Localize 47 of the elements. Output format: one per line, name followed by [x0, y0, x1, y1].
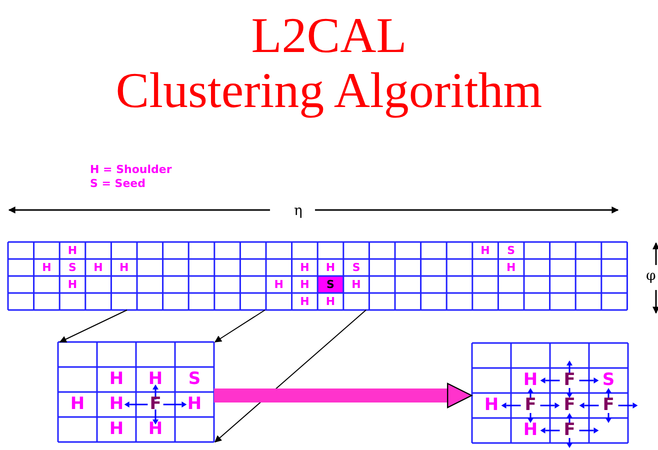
cell-letter: F — [562, 372, 576, 389]
cell-letter: S — [351, 262, 362, 273]
legend-text: H = Shoulder — [90, 163, 172, 176]
projection-arrow — [214, 310, 266, 342]
projection-arrow — [59, 310, 128, 342]
cell-letter: H — [108, 396, 125, 413]
cell-letter: H — [299, 279, 310, 290]
cell-letter: H — [324, 296, 336, 307]
cell-letter: H — [108, 421, 125, 438]
projection-arrow — [214, 310, 366, 442]
cell-letter: H — [522, 372, 539, 389]
cell-letter: H — [522, 422, 539, 439]
cell-letter: H — [41, 262, 52, 273]
cell-letter: F — [524, 397, 538, 414]
cell-letter: H — [69, 396, 86, 413]
cell-letter: H — [66, 279, 78, 290]
cell-letter: H — [66, 245, 78, 256]
cell-letter: H — [118, 262, 130, 273]
legend-text: S = Seed — [90, 177, 146, 190]
cell-letter: H — [186, 396, 203, 413]
cell-letter: S — [601, 372, 616, 389]
title: L2CAL Clustering Algorithm — [114, 8, 544, 118]
cell-letter: S — [187, 371, 202, 388]
cell-letter: H — [147, 371, 164, 388]
cell-grid — [58, 342, 214, 442]
cell-letter: H — [299, 262, 310, 273]
cell-letter: H — [108, 371, 125, 388]
cell-letter: H — [480, 245, 491, 256]
cell-letter: H — [273, 279, 284, 290]
cell-letter: S — [68, 262, 78, 273]
axis-symbol: φ — [646, 268, 656, 284]
cell-letter: F — [148, 396, 162, 413]
cell-letter: H — [483, 397, 500, 414]
cell-letter: F — [562, 397, 576, 414]
block-arrow — [214, 382, 472, 408]
cell-letter: H — [350, 279, 362, 290]
cell-letter: S — [506, 245, 516, 256]
cell-letter: F — [602, 397, 616, 414]
cell-letter: S — [326, 279, 336, 290]
cell-letter: H — [299, 296, 310, 307]
cell-letter: H — [505, 262, 517, 273]
cell-letter: H — [147, 421, 164, 438]
cell-grid — [8, 242, 628, 310]
axis-symbol: η — [294, 203, 302, 219]
cell-letter: F — [562, 422, 576, 439]
cell-letter: H — [92, 262, 104, 273]
cell-letter: H — [324, 262, 336, 273]
